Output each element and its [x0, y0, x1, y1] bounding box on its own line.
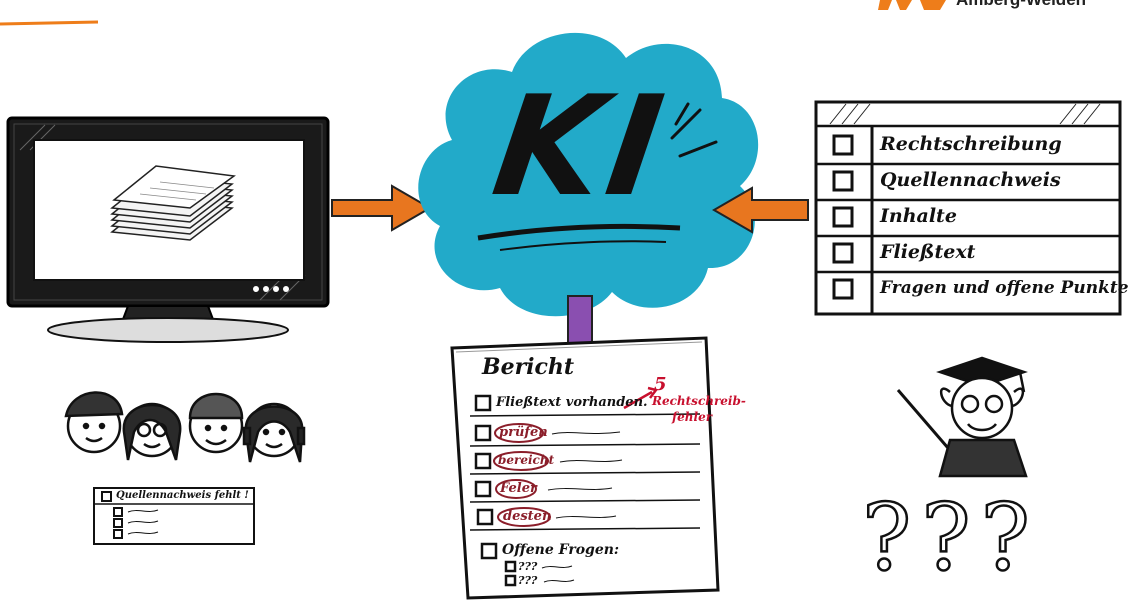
- checklist-item-quellennachweis: Quellennachweis: [880, 169, 1061, 191]
- report-line-feler: Feler: [500, 481, 537, 496]
- logo-text: Amberg-Weiden: [956, 0, 1086, 10]
- annotation-text-2: fehler: [672, 410, 712, 424]
- open-questions-label: Offene Frogen:: [502, 542, 619, 558]
- report-line-desten: desten: [503, 509, 551, 524]
- checklist-item-rechtschreibung: Rechtschreibung: [880, 133, 1062, 155]
- students-note-label: Quellennachweis fehlt !: [116, 490, 249, 501]
- monitor: [8, 118, 328, 342]
- checklist-item-fliesstext: Fließtext: [880, 241, 975, 263]
- checklist-item-inhalte: Inhalte: [880, 205, 957, 227]
- professor-illustration: [898, 358, 1026, 476]
- arrow-monitor-to-ki: [332, 186, 430, 230]
- accent-line: [0, 22, 98, 24]
- logo-mark: [878, 0, 946, 10]
- big-question-marks: ???: [862, 484, 1040, 591]
- annotation-number: 5: [654, 374, 667, 395]
- report-question-2: ???: [518, 574, 537, 587]
- report-line-pruefen: prüfen: [499, 425, 548, 440]
- report-question-1: ???: [518, 560, 537, 573]
- report-title: Bericht: [482, 354, 574, 380]
- checklist-item-fragen: Fragen und offene Punkte: [880, 278, 1129, 298]
- ki-label: KI: [485, 66, 678, 227]
- report-line-bereicht: bereicht: [498, 453, 554, 467]
- annotation-text-1: Rechtschreib-: [652, 394, 746, 408]
- report-line-fliesstext: Fließtext vorhanden.: [496, 395, 648, 410]
- students-illustration: [66, 392, 304, 462]
